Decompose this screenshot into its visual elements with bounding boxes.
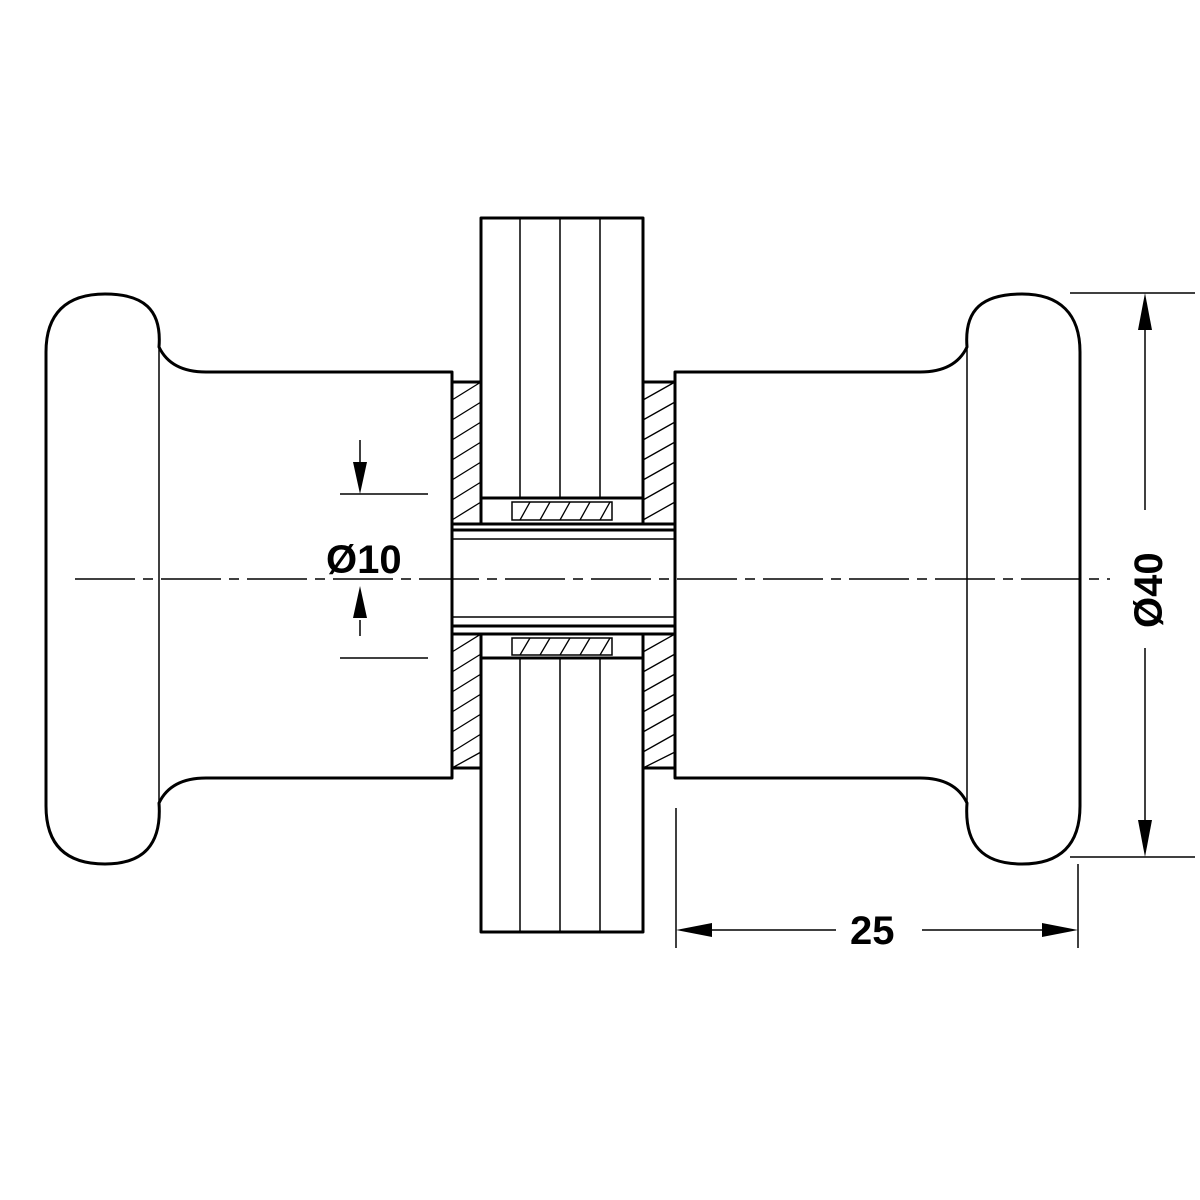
bushing-bottom bbox=[479, 632, 645, 660]
dimension-outer bbox=[1070, 292, 1195, 858]
spacer-left-bottom bbox=[450, 632, 483, 770]
dimension-length bbox=[675, 808, 1079, 948]
bushing-top bbox=[479, 496, 645, 526]
through-bolt bbox=[450, 528, 677, 628]
panel-lower bbox=[479, 656, 645, 934]
panel-upper bbox=[479, 216, 645, 500]
bore-diameter-label: Ø10 bbox=[326, 538, 402, 582]
right-knob-outline bbox=[673, 292, 1082, 866]
spacer-right-bottom bbox=[641, 632, 677, 770]
spacer-right-top bbox=[641, 380, 677, 526]
outer-diameter-label: Ø40 bbox=[1127, 552, 1171, 628]
length-label: 25 bbox=[850, 909, 895, 953]
left-knob-outline bbox=[44, 292, 454, 866]
spacer-left-top bbox=[450, 380, 483, 526]
dimension-bore bbox=[340, 440, 428, 659]
